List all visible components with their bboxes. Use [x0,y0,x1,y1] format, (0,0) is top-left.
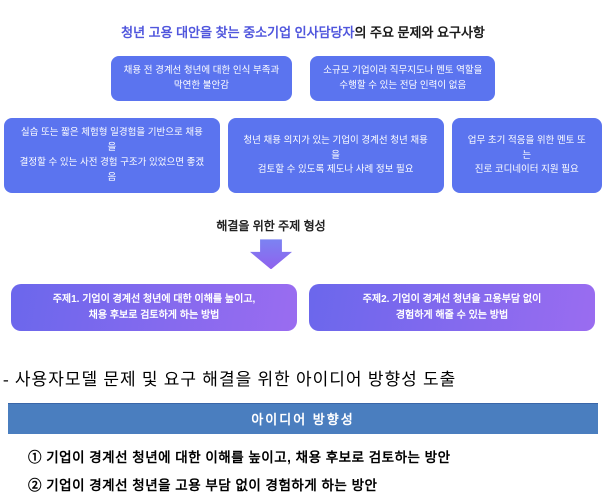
table-row: ① 기업이 경계선 청년에 대한 이해를 높이고, 채용 후보로 검토하는 방안 [28,450,451,466]
problem-row-2: 실습 또는 짧은 체험형 일경험을 기반으로 채용을 결정할 수 있는 사전 경… [0,118,606,194]
table-body: ① 기업이 경계선 청년에 대한 이해를 높이고, 채용 후보로 검토하는 방안… [8,434,598,493]
down-arrow-icon [250,239,292,270]
idea-direction-heading: - 사용자모델 문제 및 요구 해결을 위한 아이디어 방향성 도출 [3,370,457,390]
figure-title-rest: 의 주요 문제와 요구사항 [354,25,485,40]
problem-card: 채용 전 경계선 청년에 대한 인식 부족과 막연한 불안감 [110,56,293,102]
problem-row-1: 채용 전 경계선 청년에 대한 인식 부족과 막연한 불안감 소규모 기업이라 … [0,56,606,102]
problem-card: 청년 채용 의지가 있는 기업이 경계선 청년 채용을 검토할 수 있도록 제도… [227,118,444,194]
table-header: 아이디어 방향성 [8,403,598,435]
figure-title: 청년 고용 대안을 찾는 중소기업 인사담당자의 주요 문제와 요구사항 [0,0,606,41]
table-row: ② 기업이 경계선 청년을 고용 부담 없이 경험하게 하는 방안 [28,477,378,493]
problem-card: 실습 또는 짧은 체험형 일경험을 기반으로 채용을 결정할 수 있는 사전 경… [4,118,220,194]
problem-card: 업무 초기 적응을 위한 멘토 또는 진로 코디네이터 지원 필요 [451,118,603,194]
problems-figure: 청년 고용 대안을 찾는 중소기업 인사담당자의 주요 문제와 요구사항 채용 … [0,0,606,332]
arrow-label: 해결을 위한 주제 형성 [216,219,326,234]
theme-row: 주제1. 기업이 경계선 청년에 대한 이해를 높이고, 채용 후보로 검토하게… [0,284,606,332]
problem-card: 소규모 기업이라 직무지도나 멘토 역할을 수행할 수 있는 전담 인력이 없음 [310,56,496,102]
figure-title-highlight: 청년 고용 대안을 찾는 중소기업 인사담당자 [121,25,355,40]
theme-card: 주제2. 기업이 경계선 청년을 고용부담 없이 경험하게 해줄 수 있는 방법 [309,284,595,332]
theme-card: 주제1. 기업이 경계선 청년에 대한 이해를 높이고, 채용 후보로 검토하게… [11,284,297,332]
idea-table: 아이디어 방향성 ① 기업이 경계선 청년에 대한 이해를 높이고, 채용 후보… [8,403,598,493]
